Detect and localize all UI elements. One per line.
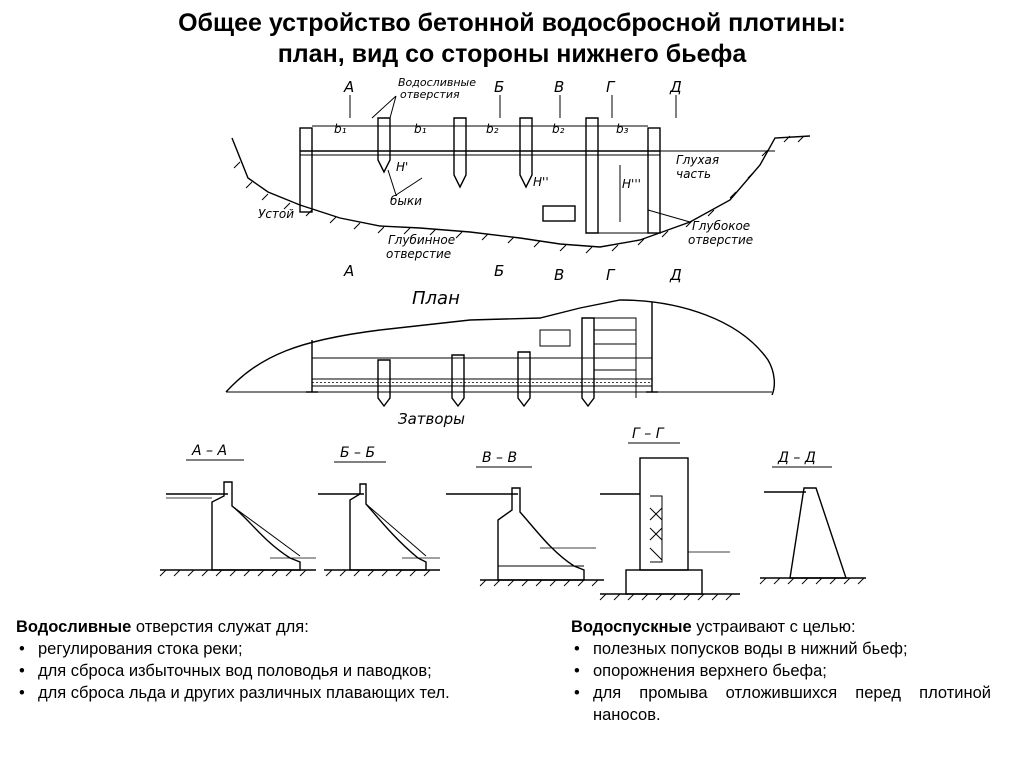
outlet-intro-rest: устраивают с целью: [691, 618, 856, 636]
list-item: регулирования стока реки; [16, 638, 521, 660]
list-item: опорожнения верхнего бьефа; [571, 660, 991, 682]
label-deep-right-1: Глубокое [692, 219, 750, 233]
title-line-1: Общее устройство бетонной водосбросной п… [178, 9, 846, 37]
downstream-view: А Б В Г Д А Б В Г Д b₁ b₁ b₂ b₂ b₃ H' H'… [231, 76, 811, 284]
section-mark-bottom-d: Д [669, 266, 682, 284]
label-blind-2: часть [676, 167, 711, 181]
label-deep-right-2: отверстие [688, 233, 753, 247]
wall-right [647, 127, 661, 234]
page-title: Общее устройство бетонной водосбросной п… [0, 8, 1024, 70]
section-g-base [625, 569, 703, 595]
outlet-openings-text: Водоспускные устраивают с целью: полезны… [571, 616, 991, 726]
spillway-intro: Водосливные отверстия служат для: [16, 616, 521, 638]
leader-openings [371, 95, 397, 119]
label-abutment: Устой [258, 207, 294, 221]
ground-line [231, 135, 811, 248]
section-g-label: Г – Г [632, 426, 665, 442]
section-g-g: Г – Г [599, 426, 740, 601]
section-mark-top-a: А [343, 78, 354, 96]
plan-pier-4 [581, 317, 595, 408]
section-a-label: А – А [191, 443, 227, 459]
span-b1-first: b₁ [334, 122, 347, 136]
label-spillway-1: Водосливные [398, 76, 476, 89]
section-b-hatch [325, 569, 431, 577]
plan-outline [225, 299, 776, 396]
plan-gate-chamber [594, 317, 637, 398]
section-b-label: Б – Б [340, 445, 375, 461]
section-mark-bottom-g: Г [606, 266, 616, 284]
plan-pier-1 [377, 359, 391, 408]
section-d-d: Д – Д [759, 450, 866, 585]
section-a-hatch [159, 569, 307, 577]
span-b3: b₃ [616, 122, 629, 136]
section-mark-top-v: В [554, 78, 564, 96]
section-d-hatch [759, 577, 865, 585]
section-mark-top-b: Б [494, 78, 504, 96]
section-v-label: В – В [482, 450, 517, 466]
plan-gates-label: Затворы [398, 410, 465, 428]
leader-piers [387, 169, 423, 196]
section-mark-bottom-b: Б [494, 262, 504, 280]
section-mark-top-g: Г [606, 78, 616, 96]
outlet-list: полезных попусков воды в нижний бьеф; оп… [571, 638, 991, 726]
pier-1 [377, 117, 391, 174]
outlet-intro-bold: Водоспускные [571, 618, 692, 636]
list-item: для сброса льда и других различных плава… [16, 682, 521, 704]
plan-pier-2 [451, 354, 465, 408]
list-item: полезных попусков воды в нижний бьеф; [571, 638, 991, 660]
section-d-label: Д – Д [777, 450, 816, 466]
label-spillway-2: отверстия [400, 88, 460, 101]
section-a-body [211, 481, 301, 571]
cross-sections: А – А Б – Б В – В [159, 426, 866, 601]
pier-3 [519, 117, 533, 189]
section-g-gate [649, 495, 663, 563]
span-b1-second: b₁ [414, 122, 427, 136]
section-a-gate-line [231, 505, 301, 557]
head-h3: H''' [622, 177, 641, 191]
leader-deep-right [647, 209, 691, 223]
section-b-body [349, 483, 427, 571]
span-b2-first: b₂ [486, 122, 499, 136]
pier-2 [453, 117, 467, 189]
deep-opening-box [542, 205, 576, 222]
section-g-tower [639, 457, 689, 571]
label-deep-1: Глубинное [388, 233, 455, 247]
span-b2-second: b₂ [552, 122, 565, 136]
head-h1: H' [396, 160, 408, 174]
spillway-intro-bold: Водосливные [16, 618, 132, 636]
deep-gate-chamber [597, 150, 649, 234]
spillway-openings-text: Водосливные отверстия служат для: регули… [16, 616, 521, 704]
dam-drawing: А Б В Г Д А Б В Г Д b₁ b₁ b₂ b₂ b₃ H' H'… [159, 76, 866, 601]
section-mark-bottom-a: А [343, 262, 354, 280]
spillway-list: регулирования стока реки; для сброса изб… [16, 638, 521, 704]
plan-deep-box [539, 329, 571, 347]
plan-view: План Затворы [225, 288, 776, 428]
abutment-left [299, 127, 313, 213]
list-item: для сброса избыточных вод половодья и па… [16, 660, 521, 682]
ground-hatching [233, 135, 805, 254]
list-item: для промыва отложившихся перед плотиной … [571, 682, 991, 726]
plan-title: План [412, 288, 460, 309]
section-a-a: А – А [159, 443, 316, 577]
section-g-hatch [599, 593, 733, 601]
label-deep-2: отверстие [386, 247, 451, 261]
title-line-2: план, вид со стороны нижнего бьефа [277, 40, 747, 68]
spillway-intro-rest: отверстия служат для: [131, 618, 309, 636]
plan-pier-3 [517, 351, 531, 408]
head-h2: H'' [533, 175, 549, 189]
section-mark-top-d: Д [669, 78, 682, 96]
label-piers: быки [390, 194, 422, 208]
outlet-intro: Водоспускные устраивают с целью: [571, 616, 991, 638]
section-v-hatch [479, 579, 599, 587]
section-b-b: Б – Б [318, 445, 440, 577]
section-d-body [789, 487, 847, 579]
plan-abutment-right [646, 302, 658, 393]
pier-4 [585, 117, 599, 234]
label-blind-1: Глухая [676, 153, 719, 167]
section-v-v: В – В [446, 450, 604, 587]
section-mark-bottom-v: В [554, 266, 564, 284]
section-b-gate-line [365, 503, 427, 557]
